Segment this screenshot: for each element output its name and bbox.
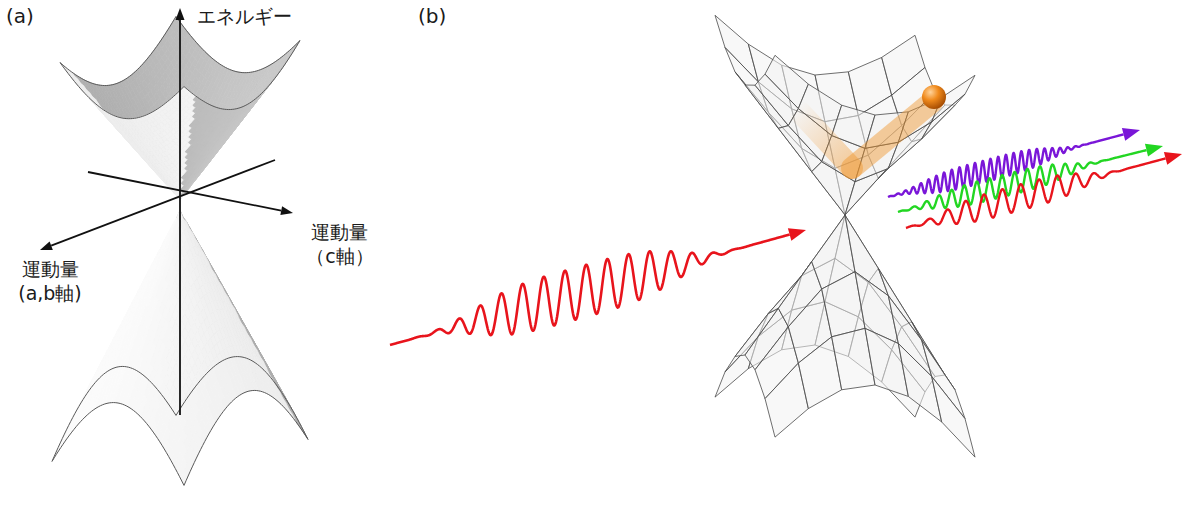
cone-surface-cell xyxy=(181,472,187,486)
anisotropic-dirac-cone xyxy=(52,17,308,486)
